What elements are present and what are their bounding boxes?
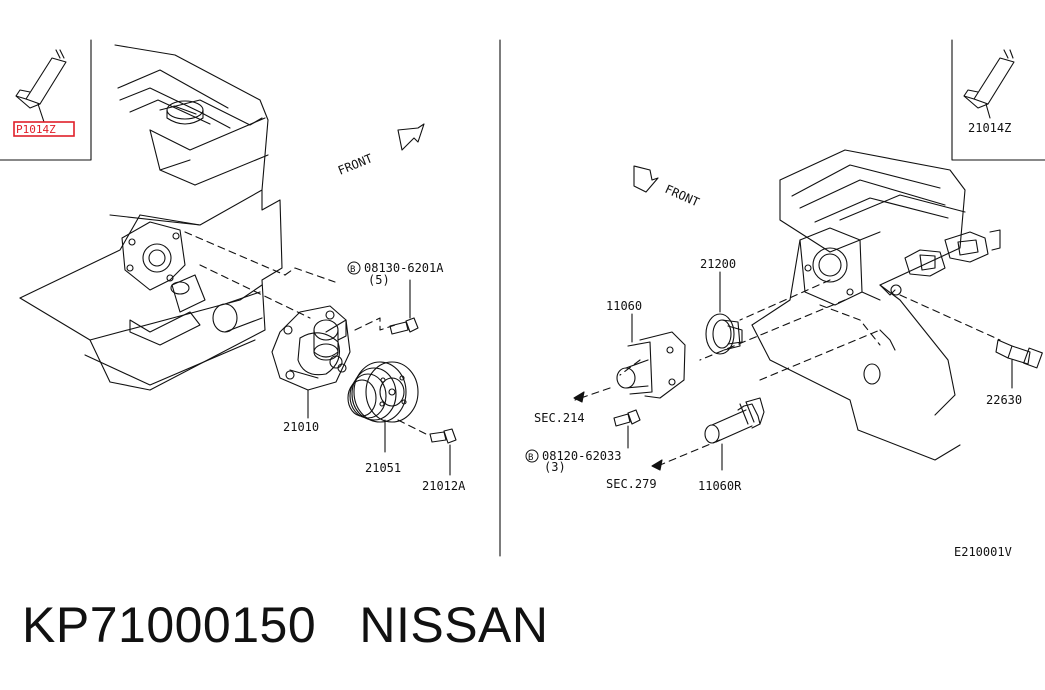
engine-block-left — [19, 44, 283, 391]
assembly-guide-lines-right — [574, 279, 1001, 466]
inset-part-label-left[interactable]: P1014Z — [16, 123, 56, 136]
bolt-ref-right[interactable]: 08120-62033 — [542, 449, 621, 463]
bolt-prefix-right: B — [528, 453, 533, 463]
caption-part-number: KP71000150 — [22, 597, 317, 653]
front-arrow-icon — [633, 165, 659, 193]
bolt-qty-right: (3) — [544, 460, 566, 474]
assembly-guide-lines-left — [184, 231, 431, 437]
bolt-qty-left: (5) — [368, 273, 390, 287]
water-pump — [271, 305, 351, 419]
pump-pulley — [347, 361, 419, 453]
bolt-prefix-left: B — [350, 265, 355, 275]
left-inset-frame — [0, 39, 92, 161]
part-label-pulley[interactable]: 21051 — [365, 461, 401, 475]
thermostat — [705, 271, 743, 355]
arrow-icon — [573, 391, 663, 471]
water-pipe — [704, 397, 765, 471]
bolt-icon — [429, 428, 457, 476]
engine-block-right — [751, 149, 1001, 461]
sealant-tube-icon — [963, 49, 1015, 119]
part-label-sensor[interactable]: 22630 — [986, 393, 1022, 407]
front-label-left: FRONT — [336, 151, 375, 178]
sec-ref-b[interactable]: SEC.279 — [606, 477, 657, 491]
part-label-pump[interactable]: 21010 — [283, 420, 319, 434]
part-label-pipe[interactable]: 11060R — [698, 479, 742, 493]
bolt-icon — [613, 409, 641, 449]
caption: KP71000150 NISSAN — [22, 596, 549, 654]
highlight-box — [13, 121, 75, 137]
right-inset-frame — [951, 39, 1045, 161]
sec-ref-a[interactable]: SEC.214 — [534, 411, 585, 425]
inset-part-label-right[interactable]: 21014Z — [968, 121, 1011, 135]
front-arrow-icon — [397, 123, 425, 151]
part-label-housing[interactable]: 11060 — [606, 299, 642, 313]
part-label-thermostat[interactable]: 21200 — [700, 257, 736, 271]
temperature-sensor — [995, 339, 1043, 389]
figure-code: E210001V — [954, 545, 1012, 559]
water-outlet-housing — [616, 313, 686, 399]
bolt-ref-left[interactable]: 08130-6201A — [364, 261, 444, 275]
part-label-bolt[interactable]: 21012A — [422, 479, 466, 493]
caption-brand: NISSAN — [359, 597, 549, 653]
front-label-right: FRONT — [663, 182, 702, 209]
sealant-tube-icon — [15, 49, 67, 123]
bolt-icon — [389, 279, 419, 335]
